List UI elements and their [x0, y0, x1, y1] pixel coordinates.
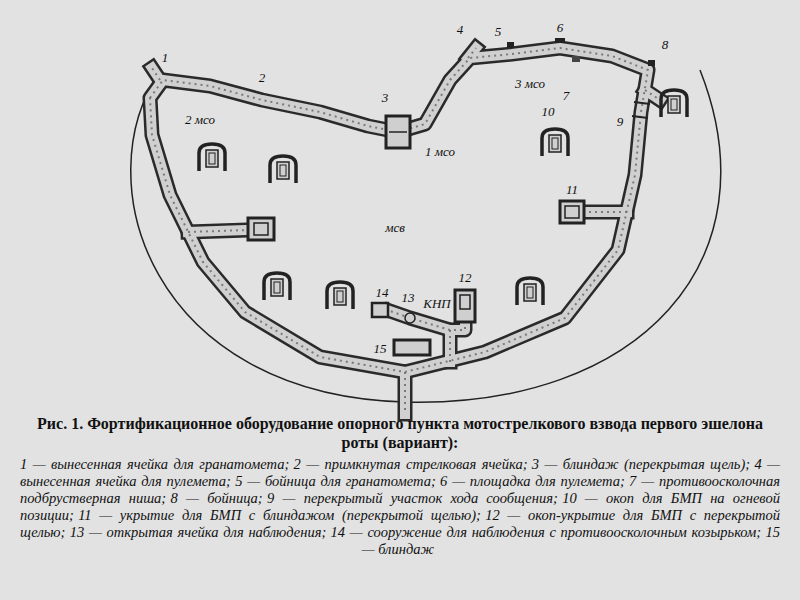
bmp-pit	[661, 90, 687, 117]
covered-section	[634, 102, 650, 104]
callout-number: 15	[372, 342, 389, 356]
bmp-pit	[199, 144, 225, 171]
callout-number: 5	[493, 25, 504, 39]
callout-number: 10	[540, 105, 557, 119]
dugout	[394, 340, 430, 355]
trench-texture	[150, 48, 660, 414]
unit-label: мсв	[383, 221, 407, 235]
key-entry: 14 — сооружение для наблюдения с противо…	[331, 524, 762, 540]
mg-platform	[555, 38, 565, 43]
unit-label: 3 мсо	[513, 77, 547, 91]
dugout-roof	[389, 131, 407, 133]
dugout	[386, 116, 410, 148]
bmp-shelter	[560, 201, 584, 223]
pit-roof	[460, 295, 470, 309]
callout-number: 12	[457, 271, 474, 285]
key-entry: 2 — примкнутая стрелковая ячейка;	[294, 456, 528, 472]
key-entry: 13 — открытая ячейка для наблюдения;	[70, 524, 327, 540]
trench-floor	[150, 48, 660, 414]
unit-label: 2 мсо	[183, 113, 217, 127]
callout-number: 7	[561, 89, 572, 103]
embrasure	[648, 60, 655, 66]
bmp-shelter	[248, 218, 274, 240]
shelter-roof	[254, 223, 268, 235]
bmp-pit	[542, 129, 568, 156]
key-entry: 3 — блиндаж (перекрытая щель);	[532, 456, 750, 472]
callout-number: 8	[660, 38, 671, 52]
unit-label: КНП	[421, 297, 452, 311]
niche	[572, 56, 580, 62]
callout-number: 3	[380, 91, 391, 105]
bmp-pit	[270, 156, 296, 183]
bmp-pit	[264, 273, 290, 300]
trench-edge	[150, 48, 660, 414]
covered-section	[632, 116, 648, 118]
callout-number: 4	[455, 23, 466, 37]
key-entry: 9 — перекрытый участок хода сообщения;	[267, 490, 558, 506]
key-entry: 6 — площадка для пулемета;	[440, 473, 625, 489]
observation-post	[372, 303, 388, 317]
shelter-roof	[565, 206, 579, 218]
observation-cell	[405, 313, 415, 323]
callout-number: 1	[160, 51, 171, 65]
bmp-covered-pit	[455, 290, 475, 322]
key-entry: 8 — бойница;	[171, 490, 263, 506]
figure-caption: Рис. 1. Фортификационное оборудование оп…	[20, 414, 780, 452]
key-entry: 11 — укрытие для БМП с блиндажом (перекр…	[78, 507, 481, 523]
callout-number: 11	[564, 183, 580, 197]
embrasure	[507, 42, 514, 48]
callout-number: 13	[400, 291, 417, 305]
bmp-pit	[327, 282, 353, 309]
key-entry: 5 — бойница для гранатомета;	[235, 473, 436, 489]
bmp-pit	[517, 278, 543, 305]
callout-number: 6	[555, 21, 566, 35]
callout-number: 14	[374, 286, 391, 300]
figure-key: 1 — вынесенная ячейка для гранатомета; 2 …	[20, 456, 780, 558]
key-entry: 1 — вынесенная ячейка для гранатомета;	[20, 456, 289, 472]
unit-label: 1 мсо	[423, 145, 457, 159]
callout-number: 2	[257, 71, 268, 85]
callout-number: 9	[615, 115, 626, 129]
